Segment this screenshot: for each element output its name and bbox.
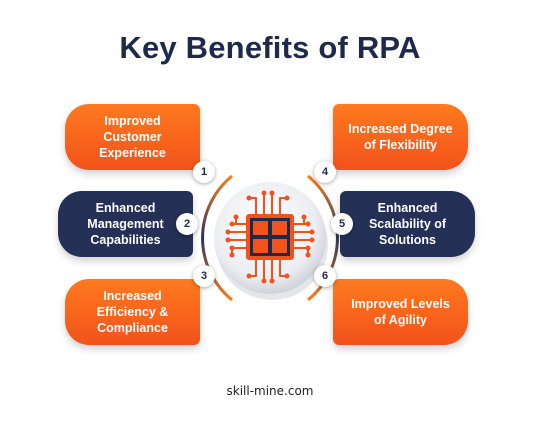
page-title: Key Benefits of RPA: [119, 30, 421, 65]
benefit-card-6: Improved Levels of Agility: [333, 279, 468, 345]
left-arc: [201, 174, 233, 302]
badge-4: 4: [314, 161, 336, 183]
badge-2: 2: [176, 213, 198, 235]
benefit-label-1: Improved Customer Experience: [99, 114, 166, 160]
badge-1: 1: [193, 161, 215, 183]
badge-6: 6: [314, 265, 336, 287]
center-graphic: [170, 138, 370, 338]
benefit-label-5: Enhanced Scalability of Solutions: [368, 201, 447, 247]
badge-3: 3: [193, 265, 215, 287]
benefit-label-2: Enhanced Management Capabilities: [87, 201, 164, 247]
footer-website: skill-mine.com: [226, 384, 314, 398]
benefit-card-3: Increased Efficiency & Compliance: [65, 279, 200, 345]
benefit-card-2: Enhanced Management Capabilities: [58, 191, 193, 257]
benefit-label-3: Increased Efficiency & Compliance: [96, 289, 169, 335]
benefit-label-6: Improved Levels of Agility: [351, 297, 450, 327]
benefit-card-5: Enhanced Scalability of Solutions: [340, 191, 475, 257]
center-svg: [201, 174, 339, 302]
processor-chip-icon: [225, 190, 315, 284]
badge-5: 5: [331, 213, 353, 235]
benefit-label-4: Increased Degree of Flexibility: [348, 122, 453, 152]
benefit-card-1: Improved Customer Experience: [65, 104, 200, 170]
benefit-card-4: Increased Degree of Flexibility: [333, 104, 468, 170]
